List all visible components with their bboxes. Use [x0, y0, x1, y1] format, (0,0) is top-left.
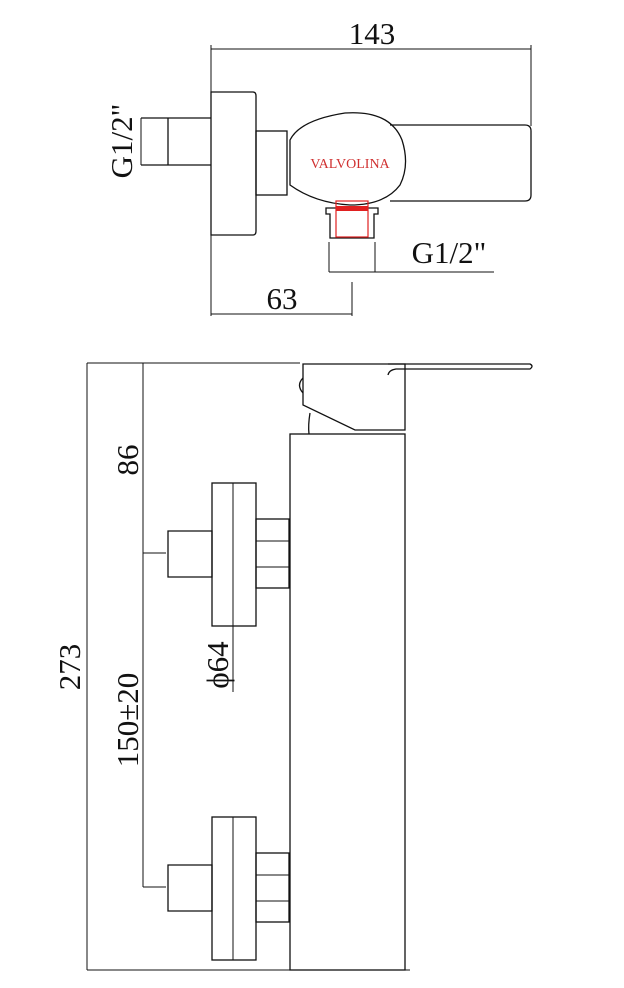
total-height-label: 273 — [52, 644, 87, 691]
handle-head — [302, 363, 406, 431]
head-button — [298, 377, 304, 394]
outlet-highlight — [335, 200, 369, 238]
outlet-thread-label: G1/2" — [412, 235, 487, 270]
outlet-seal — [336, 206, 368, 211]
inlet-thread-label: G1/2" — [104, 104, 139, 179]
upper-connector — [167, 482, 290, 627]
head-neck — [308, 412, 311, 435]
width-dim-label: 143 — [349, 16, 396, 51]
outlet-connector — [325, 207, 379, 239]
flange-diameter-label: ϕ64 — [200, 641, 235, 689]
top-to-inlet-label: 86 — [110, 445, 145, 476]
brand-label: VALVOLINA — [310, 157, 390, 172]
side-view: 273 86 150±20 ϕ64 — [52, 362, 533, 971]
valve-body-side — [289, 433, 406, 971]
top-view: 143 G1/2" VALVOLINA G1/2" 63 — [104, 16, 532, 316]
lever — [387, 363, 533, 376]
handle — [390, 124, 532, 202]
valve-body — [289, 112, 407, 206]
hex-nut — [255, 130, 288, 196]
wall-flange — [210, 91, 257, 236]
offset-dim-label: 63 — [267, 281, 298, 316]
inlet-stub — [141, 117, 211, 166]
inlet-spacing-label: 150±20 — [110, 673, 145, 768]
lower-connector — [167, 816, 290, 961]
